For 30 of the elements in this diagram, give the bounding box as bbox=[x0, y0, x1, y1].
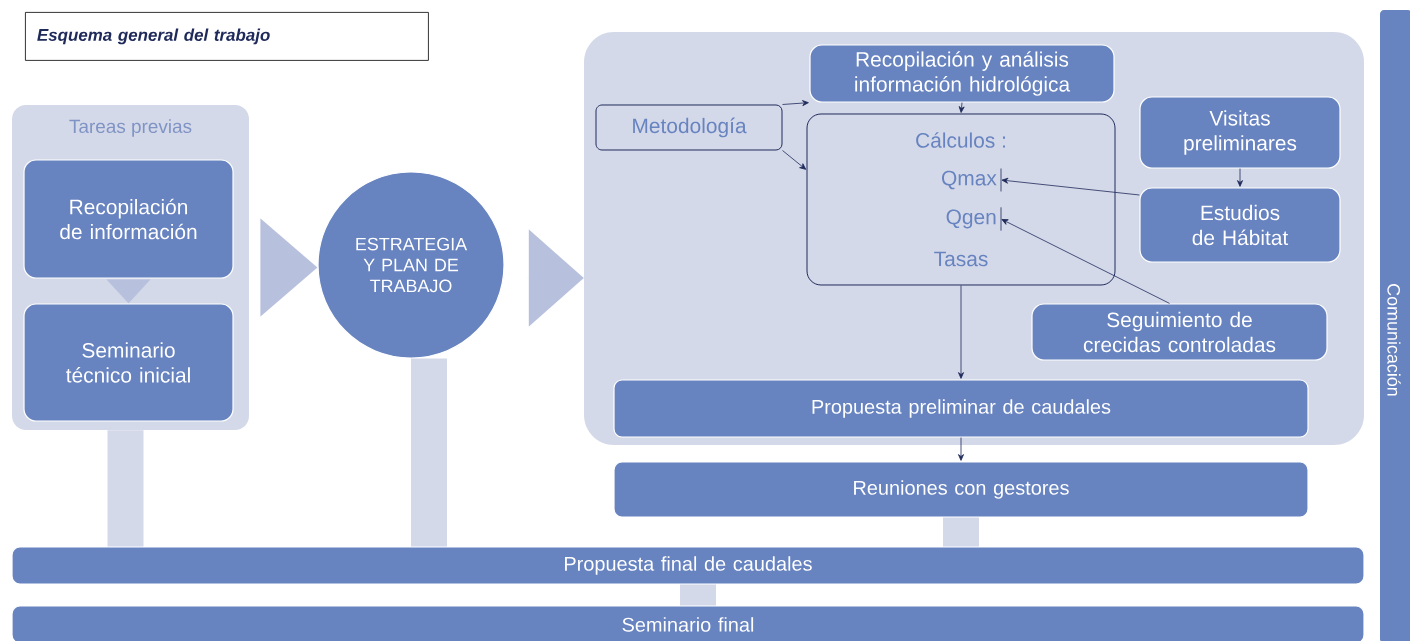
side-band: Comunicación bbox=[1380, 10, 1410, 641]
process-band: Propuesta final de caudales bbox=[11, 546, 1365, 585]
arrow bbox=[782, 150, 807, 170]
process-box: Estudios de Hábitat bbox=[1139, 187, 1341, 263]
arrow bbox=[1237, 168, 1243, 187]
arrow bbox=[958, 437, 964, 461]
process-box: Seminario técnico inicial bbox=[23, 303, 234, 422]
connector-bar bbox=[411, 358, 447, 547]
process-band: Reuniones con gestores bbox=[613, 461, 1309, 518]
process-band: Seminario final bbox=[11, 605, 1365, 641]
variable-label: Qgen bbox=[946, 206, 1002, 232]
arrow bbox=[782, 100, 809, 107]
arrow bbox=[958, 102, 965, 113]
arrow bbox=[958, 285, 964, 379]
process-box: Visitas preliminares bbox=[1139, 96, 1341, 169]
process-box: Recopilación de información bbox=[23, 159, 234, 279]
arrow bbox=[1001, 177, 1140, 196]
connector-bar bbox=[680, 584, 716, 606]
chevron-arrow bbox=[526, 229, 584, 327]
chevron-arrow bbox=[260, 218, 318, 317]
chevron-arrow bbox=[106, 278, 151, 304]
connector-bar bbox=[107, 430, 144, 547]
process-box: Recopilación y análisis información hidrológica bbox=[809, 44, 1115, 103]
process-box: Metodología bbox=[595, 104, 783, 151]
title-box: Esquema general del trabajo bbox=[25, 12, 429, 61]
variable-label: Qmax bbox=[942, 168, 1002, 192]
arrow bbox=[1001, 219, 1170, 304]
process-box: Seguimiento de crecidas controladas bbox=[1031, 303, 1328, 361]
process-band: Propuesta preliminar de caudales bbox=[613, 379, 1309, 438]
connector-bar bbox=[943, 517, 979, 547]
